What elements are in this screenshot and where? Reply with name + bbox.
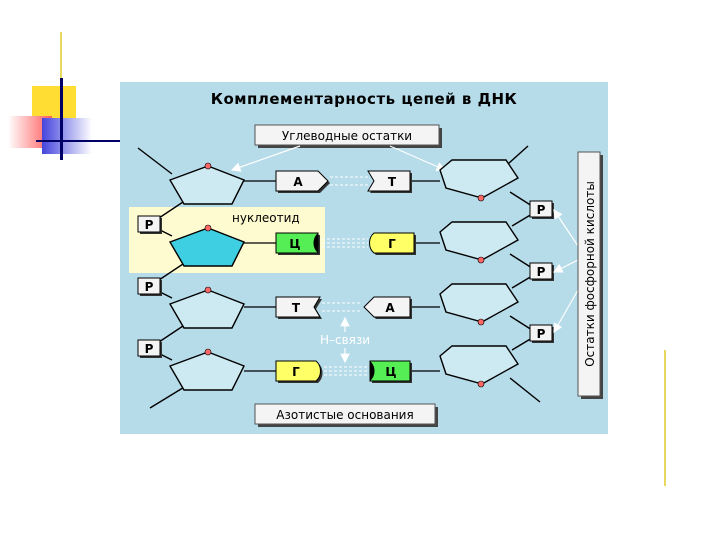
right-base-2-shape [369,232,415,254]
decor-line-vertical-right [664,350,666,486]
carbs-label: Углеводные остатки [282,129,412,143]
decor-line-vertical-dark [60,78,63,160]
right-phosphate-2: Р [529,262,554,281]
carbs-arrow-left [230,145,301,172]
svg-text:Р: Р [537,203,546,217]
left-phosphate-2: Р [137,277,162,296]
svg-text:Р: Р [145,280,154,294]
base-pair-4: Г Ц [244,360,440,383]
svg-text:Р: Р [537,327,546,341]
svg-text:Р: Р [145,342,154,356]
right-phosphate-1: Р [529,200,554,219]
left-base-2: Ц [289,237,300,251]
right-sugar-3 [439,283,520,326]
right-base-1-shape [367,170,411,192]
left-sugar-1 [168,162,245,205]
left-sugar-2 [168,224,245,267]
bases-label-box: Азотистые основания [254,403,438,427]
left-sugar-4 [168,348,245,391]
svg-text:Р: Р [537,265,546,279]
right-sugar-2 [439,221,520,264]
hbonds-label: Н–связи [320,333,370,347]
right-base-4: Ц [385,365,396,379]
right-sugar-1 [439,159,520,202]
right-base-2: Г [388,237,396,251]
left-phosphate-1: Р [137,215,162,234]
right-base-3-shape [363,296,411,318]
phosphates-label: Остатки фосфорной кислоты [583,181,597,367]
left-base-1-shape [275,170,329,192]
base-pair-3: Т А [244,296,440,319]
carbs-arrow-right [389,145,447,172]
left-base-3: Т [292,301,301,315]
left-phosphate-3: Р [137,339,162,358]
diagram-title: Комплементарность цепей в ДНК [211,90,518,108]
right-phosphate-3: Р [529,324,554,343]
phosphate-arrows [552,209,579,334]
right-base-1: Т [388,175,397,189]
base-pair-2: Ц Г [244,232,440,255]
decor-line-horizontal [36,140,120,142]
left-sugar-3 [168,286,245,329]
left-backbone [137,147,187,409]
decor-square-blue [42,118,92,154]
right-sugar-4 [439,345,520,388]
left-base-4: Г [292,365,300,379]
svg-text:Р: Р [145,218,154,232]
left-base-4-shape [275,360,321,382]
phosphates-label-box: Остатки фосфорной кислоты [577,151,603,399]
right-base-3: А [385,301,395,315]
left-base-3-shape [275,296,321,318]
right-backbone [507,145,541,403]
bases-label: Азотистые основания [276,408,413,422]
left-base-1: А [293,175,303,189]
nucleotide-label: нуклеотид [232,211,300,225]
base-pair-1: А Т [244,170,440,193]
carbs-label-box: Углеводные остатки [254,124,442,148]
